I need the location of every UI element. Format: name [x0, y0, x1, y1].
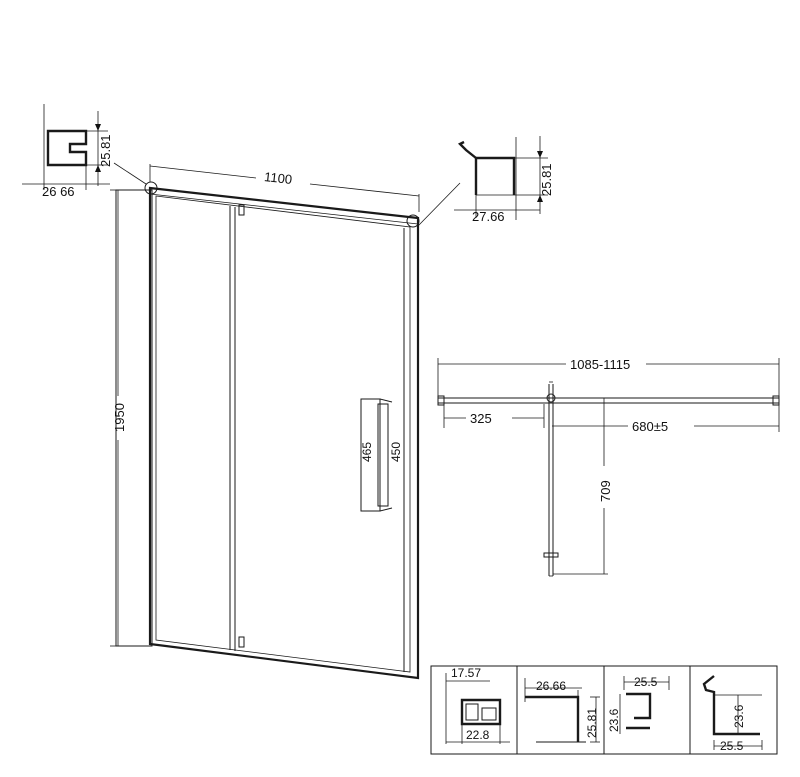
cell2-side-label: 25.81 [585, 708, 599, 738]
table-cell-3: 25.5 23.6 [607, 675, 670, 734]
handle-outer-label: 465 [360, 442, 374, 462]
height-label: 1950 [112, 403, 127, 432]
plan-door-label: 680±5 [632, 419, 668, 434]
wall-strip [115, 189, 153, 647]
cell4-side-label: 23.6 [732, 704, 746, 728]
handle-dimensions: 465 450 [360, 442, 403, 462]
top-hinge [238, 204, 245, 216]
handle-inner-label: 450 [389, 442, 403, 462]
plan-fixed-label: 325 [470, 411, 492, 426]
cell1-top-label: 17.57 [451, 666, 481, 680]
tr-width-label: 27.66 [472, 209, 505, 224]
door-inner-frame [155, 195, 411, 673]
detail-circle-left [144, 181, 158, 195]
profile-table: 17.57 22.8 26.66 25.81 25.5 23.6 [430, 665, 778, 755]
detail-circle-right [406, 214, 420, 228]
plan-view: 1085-1115 325 680±5 709 [437, 357, 780, 577]
tr-height-label: 25.81 [539, 163, 554, 196]
cell4-bottom-label: 25.5 [720, 739, 744, 753]
height-dimension: 1950 [110, 189, 127, 647]
table-cell-4: 23.6 25.5 [702, 675, 763, 753]
plan-depth-label: 709 [598, 480, 613, 502]
tl-height-label: 25.81 [98, 134, 113, 167]
width-label: 1100 [263, 169, 292, 187]
cell3-top-label: 25.5 [634, 675, 658, 689]
door-elevation [113, 162, 461, 680]
width-dimension: 1100 [149, 164, 420, 212]
table-cell-1: 17.57 22.8 [445, 666, 510, 744]
cell3-side-label: 23.6 [607, 708, 621, 732]
cell1-bottom-label: 22.8 [466, 728, 490, 742]
profile-top-right: 25.81 27.66 [454, 136, 554, 224]
door-handle [360, 398, 381, 512]
door-outer-frame [148, 186, 420, 680]
table-cell-2: 26.66 25.81 [524, 678, 600, 743]
cell2-top-label: 26.66 [536, 679, 566, 693]
tl-width-label: 26 66 [42, 184, 75, 199]
profile-top-left: 25.81 26 66 [22, 104, 113, 199]
plan-total-label: 1085-1115 [570, 357, 630, 372]
bottom-hinge [238, 636, 245, 648]
